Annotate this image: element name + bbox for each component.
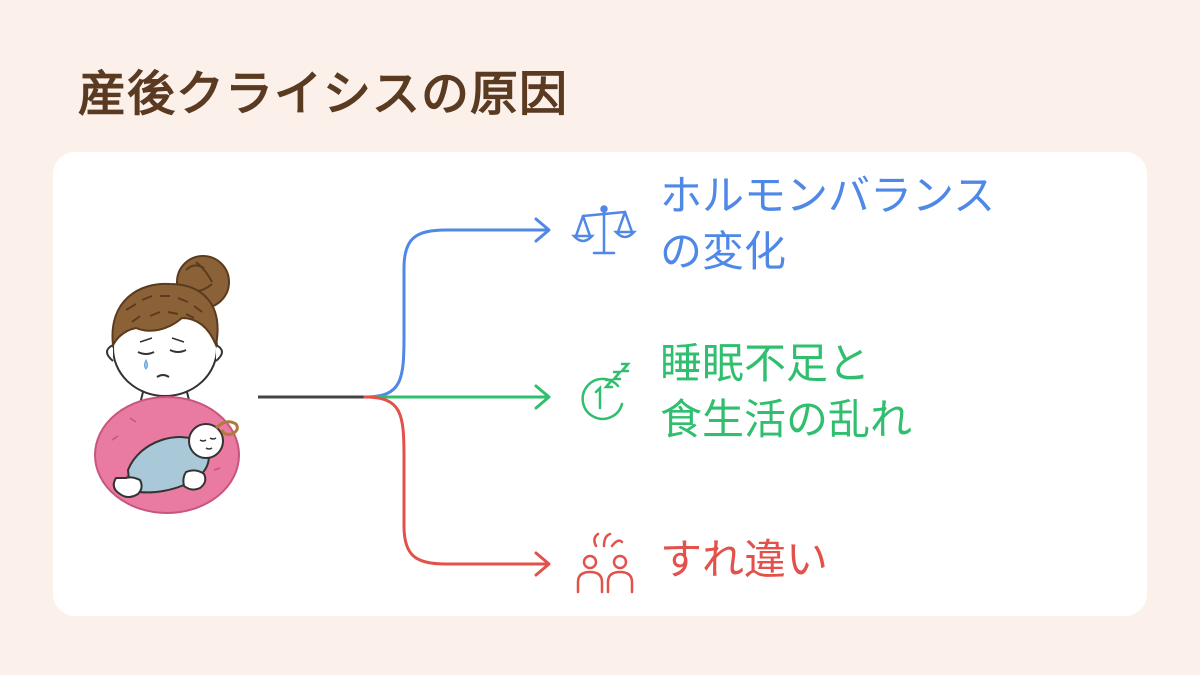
diagram-card — [53, 152, 1147, 616]
cause-label-line: 食生活の乱れ — [660, 395, 913, 444]
cause-label-line: の変化 — [660, 227, 787, 276]
balance-scale-icon — [571, 205, 637, 255]
baby-hair-curl — [214, 420, 239, 436]
tear — [144, 358, 148, 370]
cause-label-sleep: 睡眠不足と 食生活の乱れ — [660, 336, 912, 448]
mouth — [156, 374, 170, 378]
hand-left — [112, 476, 143, 498]
hand-right — [182, 469, 207, 491]
cause-label-hormone: ホルモンバランス の変化 — [660, 168, 995, 280]
mother-baby-illustration — [94, 255, 240, 514]
branch-mismatch — [363, 395, 550, 566]
page-title: 産後クライシスの原因 — [78, 66, 569, 122]
cause-label-mismatch: すれ違い — [660, 532, 828, 588]
arrowhead-sleep — [534, 384, 551, 410]
cause-label-line: ホルモンバランス — [660, 171, 996, 220]
eye-left — [137, 351, 155, 355]
quarreling-couple-icon — [576, 532, 634, 594]
arrowhead-mismatch — [534, 551, 551, 577]
sleep-clock-icon — [581, 362, 631, 421]
cause-label-line: 睡眠不足と — [660, 339, 871, 388]
branch-hormone — [363, 228, 550, 399]
cause-label-line: すれ違い — [660, 535, 829, 584]
arrowhead-hormone — [534, 217, 551, 243]
eye-right — [169, 349, 187, 353]
hair — [111, 282, 219, 349]
baby-head — [188, 423, 224, 459]
